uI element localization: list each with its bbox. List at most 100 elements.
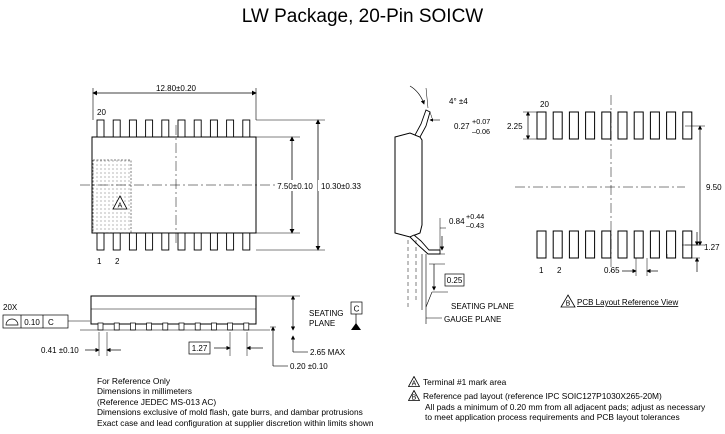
note-b-warning-icon: B xyxy=(408,390,420,401)
pad xyxy=(649,111,660,140)
lead xyxy=(128,119,137,138)
pad xyxy=(682,230,693,259)
foot-length-plus: +0.44 xyxy=(466,212,484,221)
overall-width-dim: 10.30±0.33 xyxy=(321,182,362,191)
lead xyxy=(145,119,154,138)
top-leads xyxy=(96,119,251,138)
lead xyxy=(227,322,233,331)
svg-text:B: B xyxy=(412,395,417,402)
note-b-line3: to meet application process requirements… xyxy=(425,412,680,423)
end-view: 4° ±4 0.27 +0.07 –0.06 0.84 +0.44 –0.43 … xyxy=(394,85,514,324)
lead xyxy=(146,322,152,331)
lead xyxy=(162,322,169,331)
pad xyxy=(536,230,547,259)
foot-length-minus: –0.43 xyxy=(466,221,484,230)
gauge-dim: 0.25 xyxy=(447,276,463,285)
svg-text:B: B xyxy=(566,301,571,308)
note-line: For Reference Only xyxy=(97,376,171,386)
note-a: A Terminal #1 mark area xyxy=(408,376,705,387)
note-line: Exact case and lead configuration at sup… xyxy=(97,417,374,428)
lead-thickness-minus: –0.06 xyxy=(472,127,490,136)
pcb-pad-width-dim: 1.27 xyxy=(704,243,720,252)
note-line: (Reference JEDEC MS-013 AC) xyxy=(97,396,217,407)
pad xyxy=(682,111,693,140)
side-view: 20X 0.10 C SEATING PLANE C 0.41 ±0.10 1.… xyxy=(2,295,363,371)
pad xyxy=(633,230,644,259)
lead xyxy=(97,322,104,331)
lead xyxy=(194,322,201,331)
note-a-warning-icon: A xyxy=(408,376,420,387)
gauge-plane-label: GAUGE PLANE xyxy=(444,315,501,324)
lead xyxy=(226,119,235,138)
notes-left: For Reference Only Dimensions in millime… xyxy=(97,376,374,428)
pad xyxy=(633,111,644,140)
datum-c-box xyxy=(350,301,363,315)
lead xyxy=(209,232,218,251)
svg-text:A: A xyxy=(412,381,417,388)
pad xyxy=(617,230,628,259)
lead xyxy=(113,322,120,331)
lead xyxy=(177,232,186,251)
coplanarity-value: 0.10 xyxy=(24,318,40,327)
pcb-pitch-dim: 0.65 xyxy=(604,266,620,275)
foot-length-dim: 0.84 xyxy=(449,217,465,226)
span-dim: 9.50 xyxy=(706,183,722,192)
lead-count-label: 20X xyxy=(3,303,18,312)
lead xyxy=(145,232,154,251)
pcb-pin2-label: 2 xyxy=(557,266,562,275)
page-title: LW Package, 20-Pin SOICW xyxy=(241,6,484,27)
lead xyxy=(161,119,170,138)
pad xyxy=(568,111,579,140)
pad xyxy=(552,111,563,140)
note-line: Dimensions in millimeters xyxy=(97,386,192,397)
pad-length-dim: 2.25 xyxy=(507,122,523,131)
lead xyxy=(177,119,186,138)
lead xyxy=(211,322,217,331)
angle-dim: 4° ±4 xyxy=(449,97,468,106)
pitch-dim: 1.27 xyxy=(192,344,208,353)
bottom-pads xyxy=(536,230,693,259)
lead xyxy=(96,119,105,138)
pad xyxy=(649,230,660,259)
profile-icon xyxy=(5,318,19,326)
max-height-dim: 2.65 MAX xyxy=(310,348,346,357)
top-pads xyxy=(536,111,693,140)
note-line: Dimensions exclusive of mold flash, gate… xyxy=(97,407,363,418)
pad xyxy=(585,230,596,259)
body-width-dim: 7.50±0.10 xyxy=(277,182,313,191)
pad xyxy=(585,111,596,140)
pin1-label: 1 xyxy=(97,257,102,266)
pcb-layout: 20 2.25 9.50 1 2 0.65 1.27 B xyxy=(507,95,723,308)
pad xyxy=(666,111,677,140)
pcb-ref-link[interactable]: PCB Layout Reference View xyxy=(577,298,678,307)
gauge-box xyxy=(444,273,465,287)
seating-plane-label: SEATING PLANE xyxy=(451,302,514,311)
datum-ref: C xyxy=(48,318,54,327)
lead xyxy=(130,322,136,331)
lead xyxy=(193,119,202,138)
lead xyxy=(242,119,251,138)
svg-text:C: C xyxy=(354,305,360,314)
pad xyxy=(601,230,612,259)
lead xyxy=(161,232,170,251)
lead xyxy=(193,232,202,251)
pad xyxy=(666,230,677,259)
terminal-mark-area xyxy=(92,159,132,234)
lead xyxy=(226,232,235,251)
coplanarity-frame xyxy=(2,314,69,329)
note-b: B Reference pad layout (reference IPC SO… xyxy=(408,390,705,401)
seating-plane-label-2: PLANE xyxy=(309,319,335,328)
pcb-pin1-label: 1 xyxy=(539,266,544,275)
note-b-line2: All pads a minimum of 0.20 mm from all a… xyxy=(425,401,706,412)
pad xyxy=(568,230,579,259)
lead xyxy=(96,232,105,251)
top-view: 12.80±0.20 20 A 1 2 7.50±0.10 10.30±0.33 xyxy=(80,84,364,266)
pad xyxy=(617,111,628,140)
standoff-dim: 0.20 ±0.10 xyxy=(290,362,328,371)
mark-area-warning-icon: A xyxy=(112,195,128,210)
seating-plane-label-1: SEATING xyxy=(309,309,344,318)
lead xyxy=(112,119,121,138)
pad xyxy=(536,111,547,140)
bottom-leads xyxy=(96,232,251,251)
